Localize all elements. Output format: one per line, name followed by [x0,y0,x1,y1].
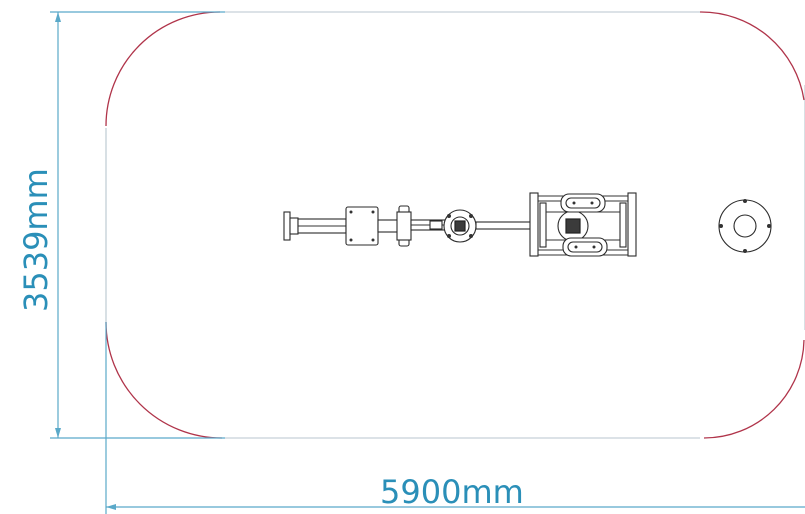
width-dimension: 5900mm [105,322,805,514]
height-label: 3539mm [17,168,55,312]
bar-assembly-icon [283,205,533,247]
safety-zone-boundary [105,11,805,439]
platform-assembly-icon [529,192,637,257]
width-label: 5900mm [380,473,524,511]
height-dimension: 3539mm [17,11,225,439]
round-base-icon [718,199,772,253]
